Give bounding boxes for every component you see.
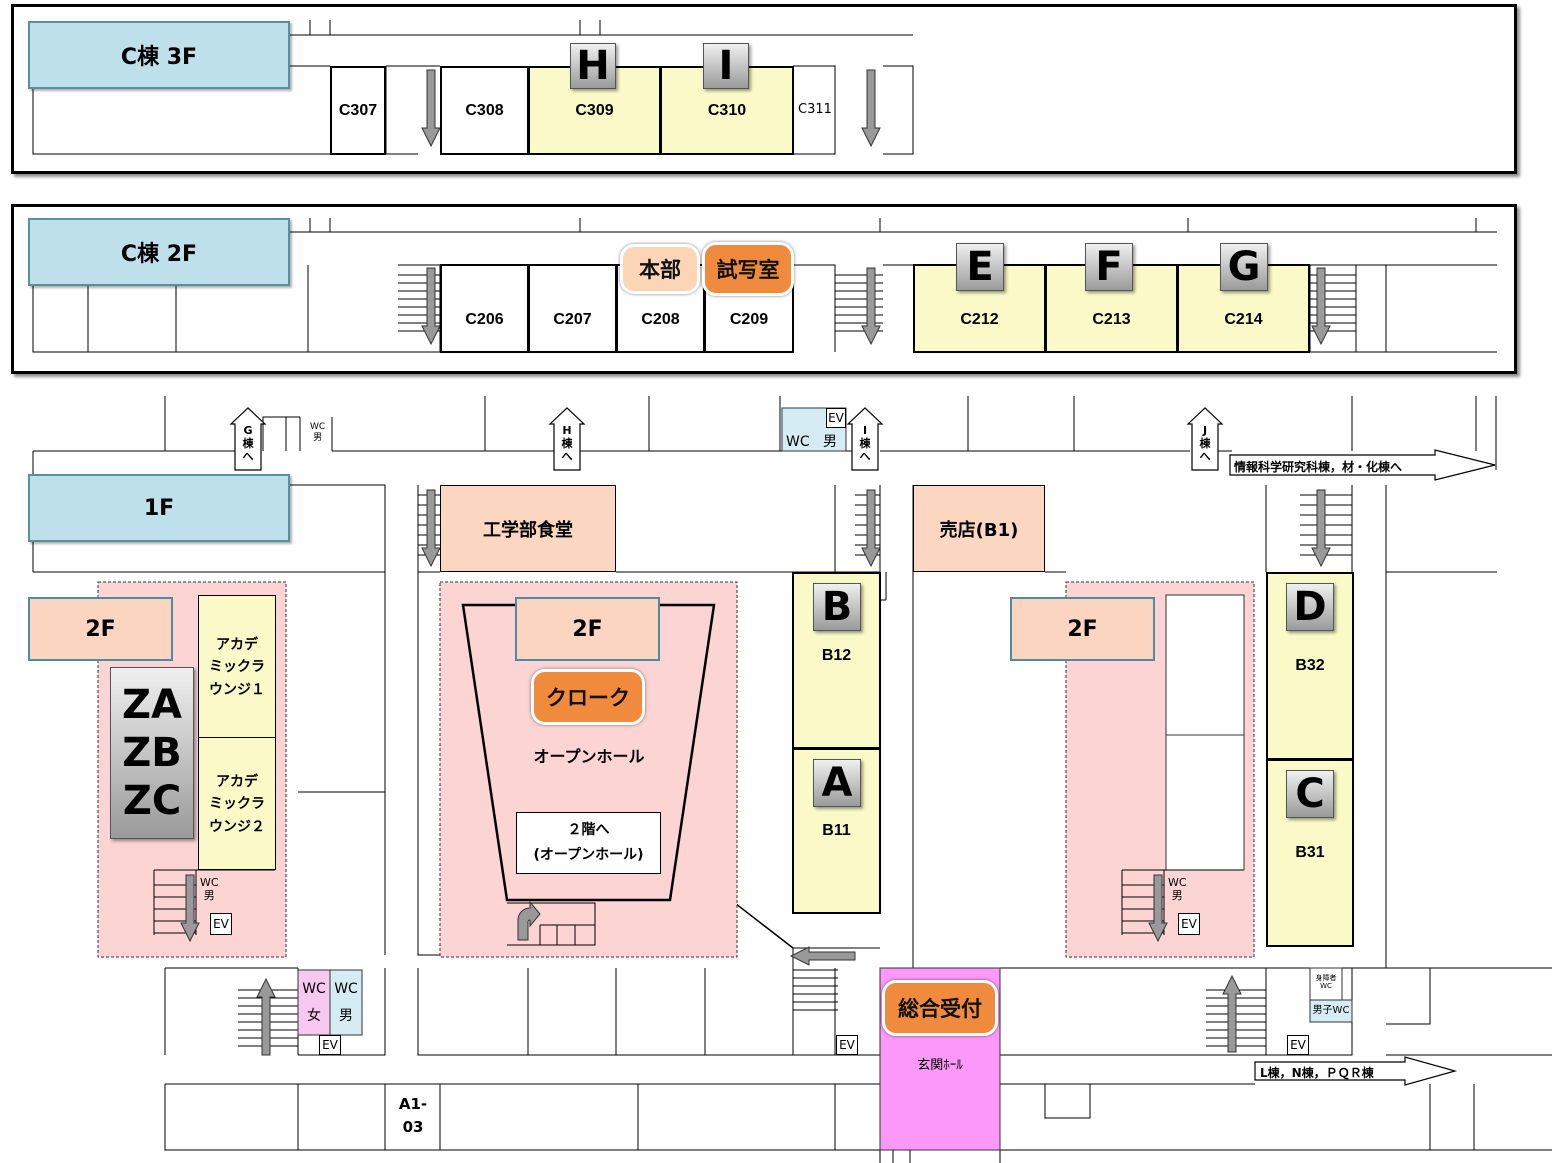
- floor-1f-title: 1F: [28, 474, 290, 542]
- academic-lounge-2[interactable]: アカデ ミックラ ウンジ２: [198, 737, 276, 870]
- badge-i-icon: I: [703, 43, 749, 89]
- badge-g-icon: G: [1220, 243, 1268, 291]
- badge-za: ZA: [122, 682, 182, 728]
- wc-male-label: WC 男: [330, 976, 362, 1029]
- wc-male-area: [329, 969, 363, 1036]
- badge-a-icon: A: [813, 759, 861, 807]
- room-c206[interactable]: C206: [440, 264, 529, 353]
- screening-room-tag[interactable]: 試写室: [702, 242, 794, 296]
- open-hall-label: オープンホール: [533, 747, 645, 766]
- wc-text: WC: [786, 434, 810, 450]
- wc-boys-label: 男子WC: [1312, 1005, 1350, 1016]
- floor-c3-title: C棟 3F: [28, 21, 290, 89]
- room-b12-label: B12: [821, 646, 852, 664]
- direction-arrows: [229, 407, 1496, 1086]
- male-text: 男: [313, 432, 323, 443]
- wc-text: WC: [302, 981, 326, 997]
- female-text: 女: [307, 1007, 321, 1024]
- badge-zb: ZB: [122, 730, 182, 776]
- wc-text: WC: [334, 981, 358, 997]
- ev-top: EV: [826, 408, 846, 428]
- wc-text: WC: [310, 422, 326, 432]
- cloakroom-tag[interactable]: クローク: [531, 669, 645, 725]
- academic-lounge-2-label: アカデ ミックラ ウンジ２: [209, 772, 265, 834]
- to-lnpqr-buildings[interactable]: L棟，N棟，ＰＱＲ棟: [1260, 1066, 1374, 1080]
- stairs-to-2f-note[interactable]: ２階へ (オープンホール): [516, 812, 661, 874]
- room-c311-label: C311: [798, 102, 832, 117]
- entrance-hall-label: 玄関ﾎｰﾙ: [917, 1058, 963, 1073]
- floor-c3-frame: [11, 4, 1517, 174]
- cafeteria[interactable]: 工学部食堂: [440, 485, 616, 572]
- to-building-i[interactable]: I 棟 へ: [859, 424, 871, 464]
- wc-text: WC: [1168, 876, 1187, 889]
- academic-lounge-1-label: アカデ ミックラ ウンジ１: [209, 635, 265, 697]
- ev-bottom-right: EV: [1287, 1035, 1309, 1055]
- room-b32-label: B32: [1295, 657, 1325, 674]
- badge-za-zb-zc-icon: ZA ZB ZC: [110, 667, 194, 839]
- center-2f-label: 2F: [515, 597, 660, 661]
- to-building-j[interactable]: J 棟 へ: [1199, 424, 1211, 464]
- ev-bottom-left: EV: [319, 1035, 341, 1055]
- right-white-room-1: [1165, 594, 1245, 736]
- room-c207[interactable]: C207: [528, 264, 617, 353]
- to-building-h[interactable]: H 棟 へ: [561, 424, 573, 464]
- shop-b1[interactable]: 売店(B1): [913, 485, 1045, 572]
- male-text: 男: [339, 1007, 353, 1024]
- reception-tag[interactable]: 総合受付: [882, 980, 998, 1036]
- headquarters-tag[interactable]: 本部: [620, 244, 700, 294]
- floor-c2-frame: [11, 204, 1517, 374]
- wc-disabled-area: [1309, 967, 1343, 1001]
- badge-c-icon: C: [1286, 770, 1334, 818]
- ev-left: EV: [210, 913, 232, 935]
- male-text: 男: [822, 434, 837, 450]
- wc-text: WC: [200, 876, 219, 889]
- ev-bottom-center: EV: [836, 1035, 858, 1055]
- floor-c2-title: C棟 2F: [28, 218, 290, 286]
- left-2f-label: 2F: [28, 597, 173, 661]
- wc-female-label: WC 女: [298, 976, 330, 1029]
- wc-top-label: WC 男: [786, 432, 837, 453]
- wc-disabled-label: 身障者 WC: [1315, 974, 1337, 991]
- stairs-note-line2: (オープンホール): [533, 847, 644, 863]
- badge-b-icon: B: [813, 583, 861, 631]
- room-c307[interactable]: C307: [330, 66, 386, 155]
- male-text: 男: [203, 889, 215, 903]
- academic-lounge-1[interactable]: アカデ ミックラ ウンジ１: [198, 595, 276, 738]
- stair-arrows: [180, 69, 1331, 1056]
- room-b11-label: B11: [822, 822, 851, 839]
- badge-h-icon: H: [570, 43, 616, 89]
- room-c308[interactable]: C308: [440, 66, 529, 155]
- badge-zc: ZC: [122, 778, 182, 824]
- to-building-g[interactable]: G 棟 へ: [242, 424, 254, 464]
- wc-female-area: [297, 969, 331, 1036]
- room-a1-03[interactable]: A1- 03: [398, 1095, 428, 1136]
- right-2f-label: 2F: [1010, 597, 1155, 661]
- to-info-science-building[interactable]: 情報科学研究科棟，材・化棟へ: [1234, 460, 1403, 474]
- male-text: 男: [1171, 889, 1183, 903]
- room-b31-label: B31: [1295, 844, 1325, 861]
- badge-e-icon: E: [956, 243, 1004, 291]
- badge-f-icon: F: [1085, 243, 1133, 291]
- stairs-note-line1: ２階へ: [567, 821, 610, 838]
- right-white-room-2: [1165, 734, 1245, 871]
- ev-right: EV: [1178, 913, 1200, 935]
- badge-d-icon: D: [1286, 583, 1334, 631]
